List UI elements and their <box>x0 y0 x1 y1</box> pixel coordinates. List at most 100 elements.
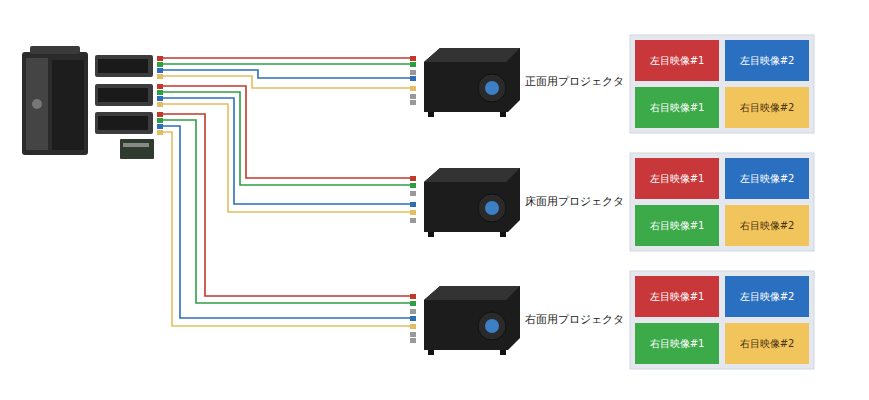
video-cell: 右目映像#1 <box>635 205 719 246</box>
projector-body <box>424 286 520 350</box>
projector-node: 右面用プロジェクタ <box>418 296 628 342</box>
gpu-card <box>95 112 153 134</box>
port <box>157 56 163 61</box>
video-cell: 右目映像#1 <box>635 87 719 128</box>
port <box>410 294 416 299</box>
cell-label: 右目映像#1 <box>650 337 705 351</box>
port <box>410 86 416 91</box>
cell-label: 右目映像#1 <box>650 101 705 115</box>
cable <box>163 57 410 59</box>
port <box>410 62 416 67</box>
port <box>410 56 416 61</box>
port <box>410 338 416 343</box>
cables <box>163 58 410 326</box>
grid-panel <box>630 35 814 133</box>
port <box>410 76 416 81</box>
port <box>410 324 416 329</box>
tower-body <box>22 52 88 155</box>
port <box>157 68 163 73</box>
video-cell: 右目映像#2 <box>725 205 809 246</box>
video-cell: 左目映像#2 <box>725 40 809 81</box>
port <box>410 332 416 337</box>
projector-ports <box>410 56 416 343</box>
projector-foot <box>500 112 506 117</box>
cable <box>163 86 410 178</box>
projector-lens <box>478 312 506 340</box>
cell-label: 左目映像#2 <box>740 54 795 68</box>
projector-foot <box>428 350 434 355</box>
projector-right <box>424 286 520 355</box>
port <box>157 118 163 123</box>
cable <box>163 126 410 318</box>
cell-label: 左目映像#1 <box>650 54 705 68</box>
gpu-card <box>95 55 153 77</box>
grid-panel <box>630 153 814 251</box>
port <box>157 124 163 129</box>
tower-logo <box>32 99 42 109</box>
video-cell: 右目映像#2 <box>725 87 809 128</box>
port <box>410 210 416 215</box>
video-cell: 左目映像#1 <box>635 276 719 317</box>
cable <box>163 114 410 296</box>
port <box>410 94 416 99</box>
projector-top <box>424 168 520 182</box>
projector-top <box>424 48 520 62</box>
cable <box>163 104 410 212</box>
port <box>157 112 163 117</box>
tower-front <box>26 58 48 150</box>
gpu-ports <box>157 56 163 135</box>
port <box>157 84 163 89</box>
projector-lens-glass <box>485 319 499 333</box>
port <box>410 191 416 196</box>
projector-floor <box>424 168 520 237</box>
gpu-cooler <box>98 59 148 73</box>
cable <box>163 132 410 326</box>
projector-node: 床面用プロジェクタ <box>418 178 628 224</box>
gpu-card <box>95 84 153 106</box>
port <box>410 309 416 314</box>
projector-body <box>424 168 520 232</box>
projector-lens-glass <box>485 201 499 215</box>
port <box>410 176 416 181</box>
cable <box>163 120 410 303</box>
projector-lens <box>478 74 506 102</box>
port <box>410 218 416 223</box>
port <box>410 70 416 75</box>
projector-label: 床面用プロジェクタ <box>525 194 624 209</box>
video-cell: 左目映像#2 <box>725 276 809 317</box>
port <box>410 316 416 321</box>
port <box>410 202 416 207</box>
sync-card-chip <box>123 143 149 147</box>
grid-panel <box>630 271 814 369</box>
sync-card <box>120 139 154 159</box>
gpu-cooler <box>98 116 148 130</box>
video-cell: 右目映像#1 <box>635 323 719 364</box>
port <box>157 102 163 107</box>
projector-label: 右面用プロジェクタ <box>525 312 624 327</box>
cell-label: 左目映像#2 <box>740 172 795 186</box>
projector-body <box>424 48 520 112</box>
projector-node: 正面用プロジェクタ <box>418 58 628 104</box>
tower-handle <box>30 46 80 54</box>
cable <box>163 92 410 185</box>
projector-foot <box>500 350 506 355</box>
cell-label: 左目映像#1 <box>650 172 705 186</box>
projector-foot <box>428 232 434 237</box>
port <box>157 62 163 67</box>
video-cell: 左目映像#1 <box>635 40 719 81</box>
projector-foot <box>500 232 506 237</box>
tower-side <box>52 60 84 150</box>
video-cell: 左目映像#1 <box>635 158 719 199</box>
video-cell: 右目映像#2 <box>725 323 809 364</box>
gpu-cooler <box>98 88 148 102</box>
port <box>157 90 163 95</box>
port <box>410 183 416 188</box>
projector-lens-glass <box>485 81 499 95</box>
cell-label: 左目映像#1 <box>650 290 705 304</box>
port <box>410 100 416 105</box>
projector-front <box>424 48 520 117</box>
projector-top <box>424 286 520 300</box>
projector-lens <box>478 194 506 222</box>
cell-label: 右目映像#2 <box>740 101 795 115</box>
